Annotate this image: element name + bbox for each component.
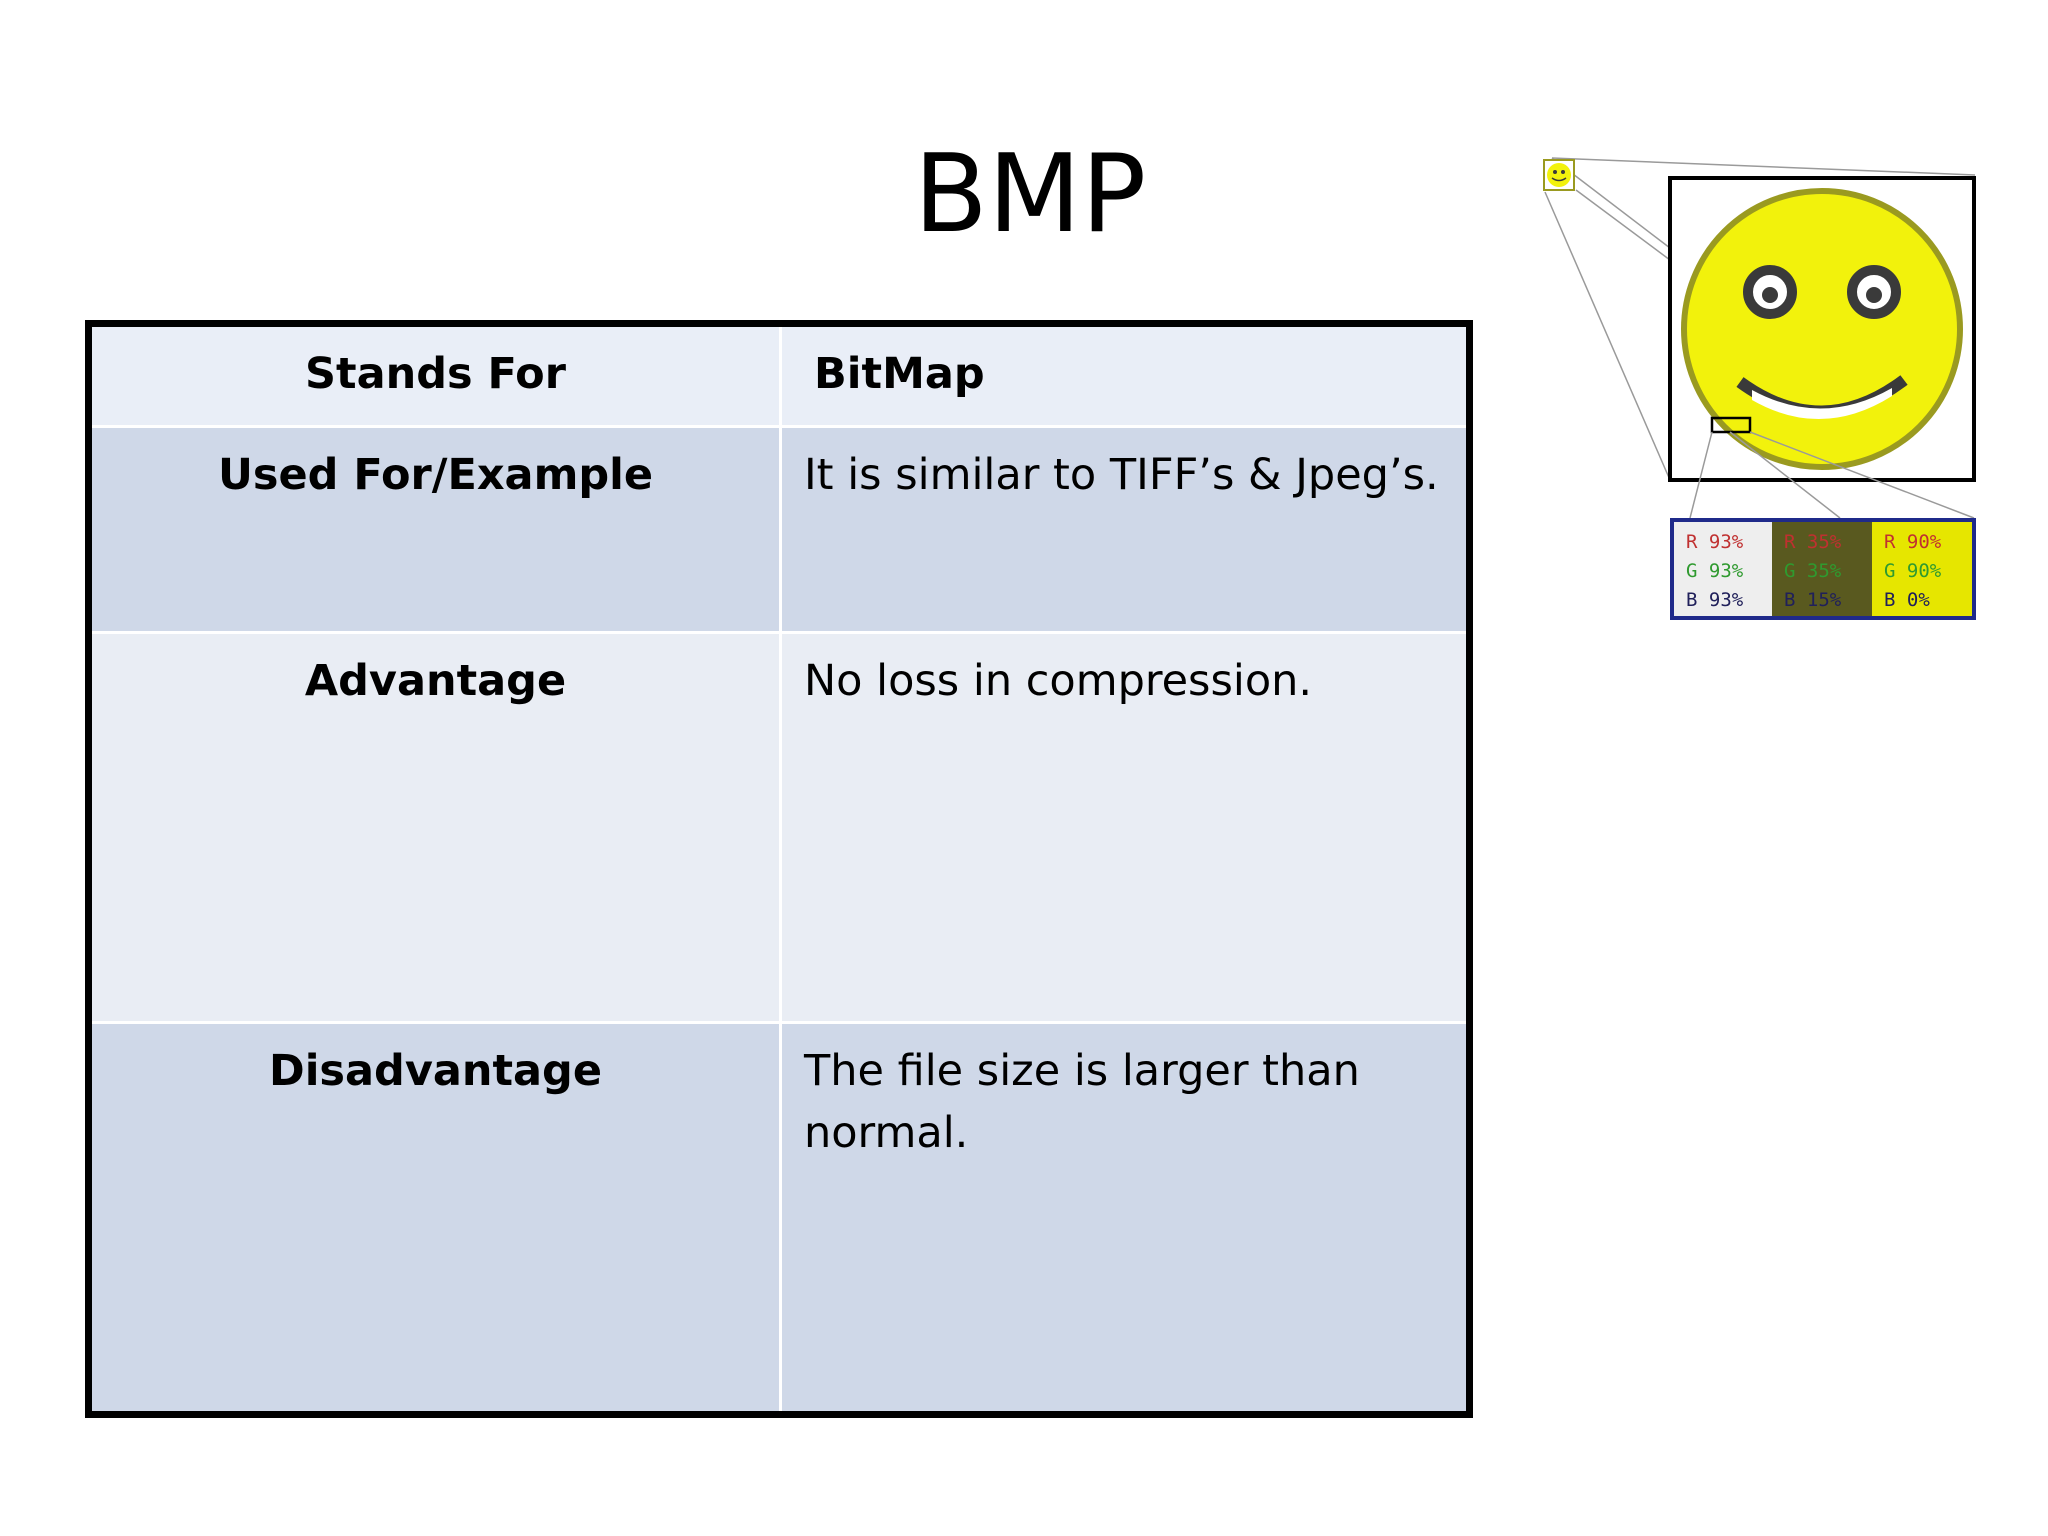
slide-title: BMP	[913, 132, 1147, 257]
swatch-3-blue: B 0%	[1884, 589, 1930, 611]
table-row-stands-for: Stands For BitMap	[92, 327, 1466, 425]
swatch-3-red: R 90%	[1884, 531, 1942, 553]
table-cell-label: Advantage	[92, 631, 782, 1021]
thumbnail-smiley-icon	[1543, 159, 1575, 191]
table-row-advantage: Advantage No loss in compression.	[92, 631, 1466, 1021]
pixel-color-swatches: R 93% G 93% B 93% R 35% G 35% B 15% R 90…	[1670, 518, 1976, 620]
row-label-used-for: Used For/Example	[217, 450, 654, 500]
swatch-1-green: G 93%	[1686, 560, 1744, 582]
table-cell-label: Disadvantage	[92, 1021, 782, 1411]
table-cell-value: BitMap	[782, 327, 1466, 425]
row-value-stands-for: BitMap	[814, 349, 985, 399]
smiley-pixel-zoom-icon: R 93% G 93% B 93% R 35% G 35% B 15% R 90…	[1543, 157, 1976, 620]
swatch-2-red: R 35%	[1784, 531, 1842, 553]
swatch-1-blue: B 93%	[1686, 589, 1744, 611]
table-cell-value: No loss in compression.	[782, 631, 1466, 1021]
row-label-stands-for: Stands For	[305, 349, 566, 399]
table-cell-label: Stands For	[92, 327, 782, 425]
enlarged-smiley-frame	[1668, 176, 1976, 482]
row-label-advantage: Advantage	[304, 656, 567, 706]
bmp-info-table: Stands For BitMap Used For/Example It is…	[85, 320, 1473, 1418]
swatch-1-red: R 93%	[1686, 531, 1744, 553]
row-label-disadvantage: Disadvantage	[269, 1046, 602, 1096]
table-cell-value: The file size is larger than normal.	[782, 1021, 1466, 1411]
swatch-2-blue: B 15%	[1784, 589, 1842, 611]
table-row-disadvantage: Disadvantage The file size is larger tha…	[92, 1021, 1466, 1411]
table-row-used-for: Used For/Example It is similar to TIFF’s…	[92, 425, 1466, 631]
swatch-3-green: G 90%	[1884, 560, 1942, 582]
table-cell-label: Used For/Example	[92, 425, 782, 631]
swatch-2-green: G 35%	[1784, 560, 1842, 582]
row-value-used-for: It is similar to TIFF’s & Jpeg’s.	[804, 450, 1439, 500]
table-cell-value: It is similar to TIFF’s & Jpeg’s.	[782, 425, 1466, 631]
row-value-advantage: No loss in compression.	[804, 656, 1313, 706]
row-value-disadvantage: The file size is larger than normal.	[804, 1046, 1360, 1158]
